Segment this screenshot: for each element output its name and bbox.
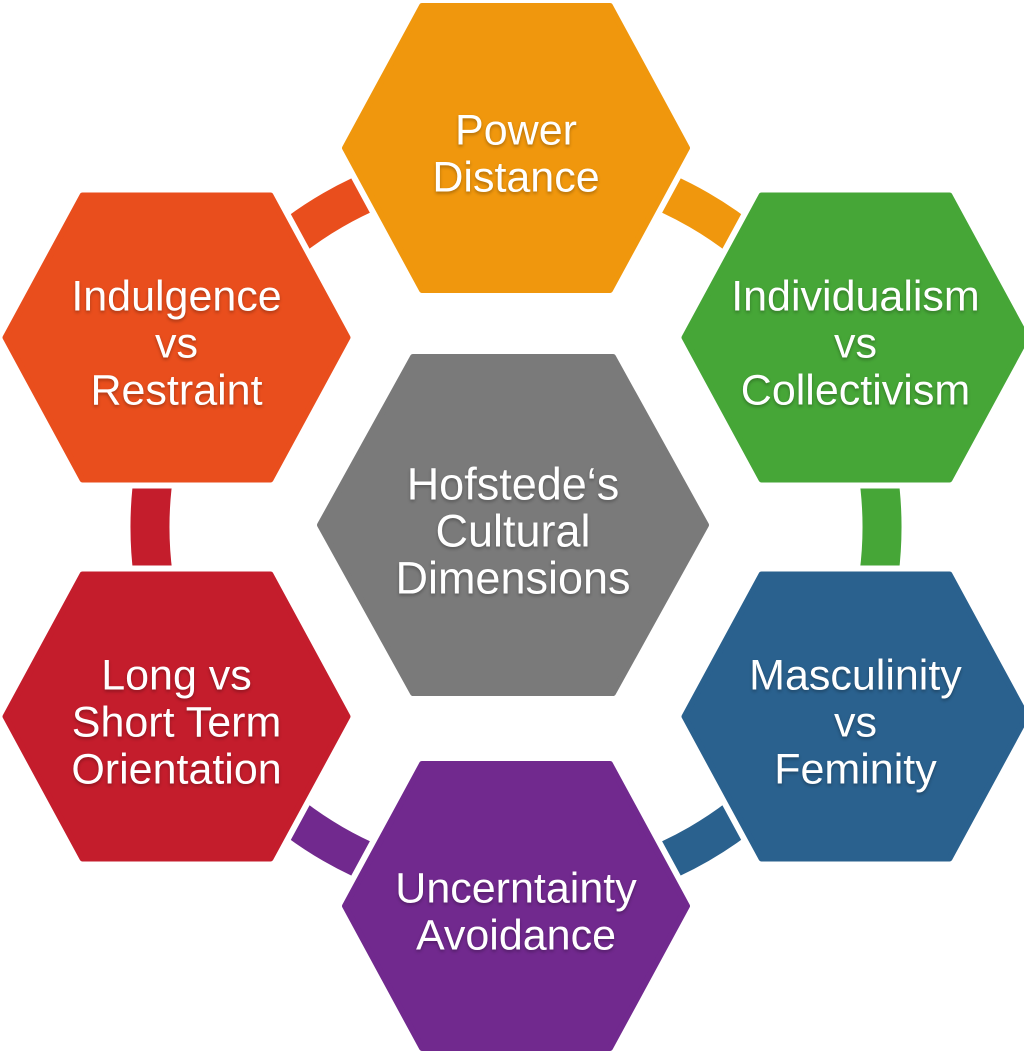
hexagon-label-line: Power [455,107,577,155]
hexagon-power-distance [342,3,690,293]
hexagon-label-line: Avoidance [416,912,616,960]
hexagon-label-line: vs [155,320,198,368]
hexagon-label-line: Indulgence [71,273,281,321]
hexagon-label-line: Long vs [101,652,252,700]
hexagon-label-line: vs [834,699,877,747]
hexagon-label-line: Short Term [72,699,282,747]
hexagon-label-line: Orientation [71,746,281,794]
hexagon-label-line: Feminity [774,746,937,794]
hexagon-label-line: vs [834,320,877,368]
hexagon-long-vs-short-term-orientation [2,571,351,862]
hexagon-masculinity-vs-feminity [681,571,1024,862]
hexagon-label-line: Individualism [731,273,980,321]
hexagon-label-line: Collectivism [741,367,970,415]
hexagon-label-line: Restraint [90,367,262,415]
hexagon-label-line: Cultural [435,506,590,557]
hexagon-label-line: Distance [432,154,599,202]
hexagon-label-line: Masculinity [749,652,962,700]
hexagon-label-line: Dimensions [395,553,630,604]
hexagon-label-line: Uncerntainty [395,865,637,913]
hexagon-label-line: Hofstede‘s [407,459,620,510]
hexagon-indulgence-vs-restraint [2,192,351,483]
hexagon-hofstedes-cultural-dimensions [317,354,709,696]
hexagon-individualism-vs-collectivism [681,192,1024,483]
hexagon-uncerntainty-avoidance [342,761,690,1051]
